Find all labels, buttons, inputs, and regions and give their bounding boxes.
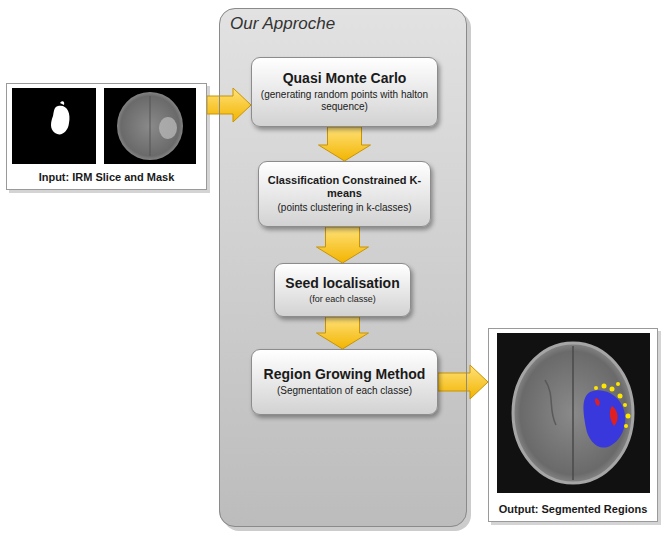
process-box: Seed localisation (for each classe) <box>274 263 411 317</box>
input-panel: Input: IRM Slice and Mask <box>6 83 207 190</box>
mask-image <box>12 88 96 164</box>
block-arrow <box>207 88 251 122</box>
node-heading: Classification Constrained K-means <box>266 174 423 200</box>
input-ground <box>6 83 207 190</box>
node-body: (generating random points with halton se… <box>259 89 430 114</box>
block-arrow <box>317 317 369 349</box>
block-arrow <box>317 227 369 263</box>
node-heading: Input: IRM Slice and Mask <box>39 171 175 183</box>
process-box: Region Growing Method (Segmentation of ea… <box>251 349 438 415</box>
node-body: (for each classe) <box>309 294 376 305</box>
block-arrow <box>319 127 371 161</box>
node-heading: Seed localisation <box>285 275 399 292</box>
process-box: Quasi Monte Carlo (generating random poin… <box>251 57 438 127</box>
segmented-image <box>497 333 650 493</box>
node-heading: Output: Segmented Regions <box>499 503 648 515</box>
node-heading: Quasi Monte Carlo <box>283 70 407 87</box>
output-ground <box>488 328 658 522</box>
node-body: (points clustering in k-classes) <box>278 202 412 215</box>
panel-ground <box>219 8 467 527</box>
block-arrow <box>438 365 488 399</box>
node-heading: Region Growing Method <box>264 366 426 383</box>
node-body: (Segmentation of each classe) <box>277 385 412 398</box>
process-box: Classification Constrained K-means (point… <box>258 161 431 227</box>
mri-slice-image <box>104 88 196 164</box>
approach-panel: Our ApprocheQuasi Monte Carlo (generating… <box>219 8 467 527</box>
node-heading: Our Approche <box>230 14 335 34</box>
output-panel: Output: Segmented Regions <box>488 328 658 522</box>
